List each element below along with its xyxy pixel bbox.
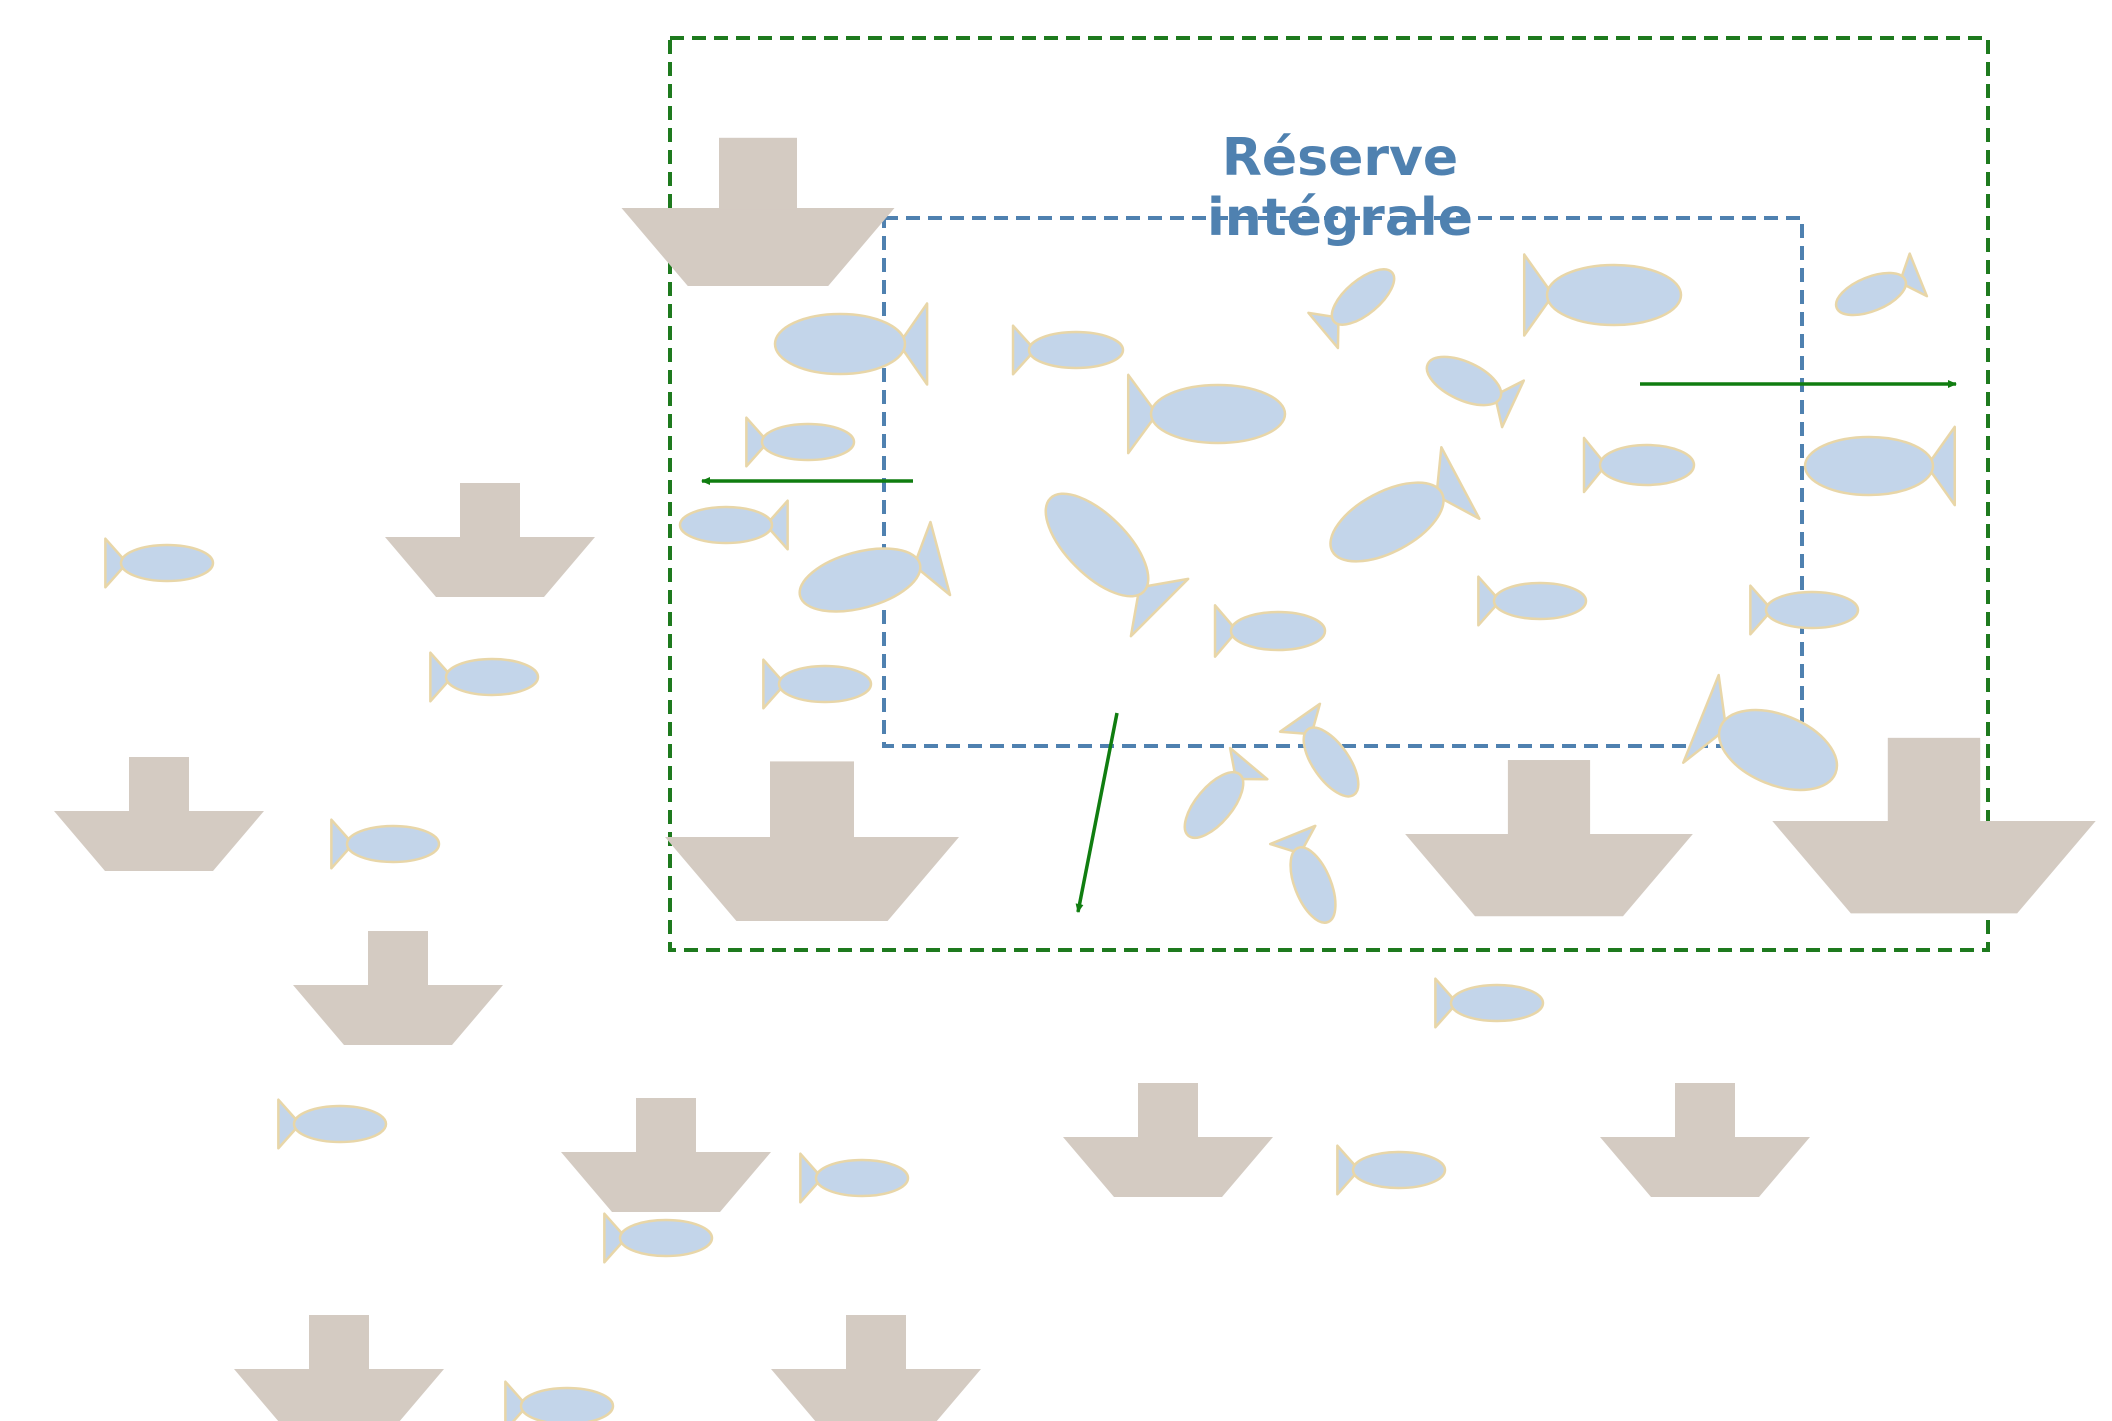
fish-icon bbox=[773, 302, 929, 386]
fish-icon bbox=[1183, 746, 1269, 840]
fish-icon bbox=[1434, 977, 1545, 1029]
boat-icon bbox=[561, 1098, 771, 1212]
fish-icon bbox=[1011, 324, 1125, 376]
arrow-down-icon bbox=[1075, 712, 1119, 913]
fish-icon bbox=[1329, 445, 1481, 563]
fish-icon bbox=[1336, 1144, 1447, 1196]
fish-icon bbox=[1749, 584, 1860, 636]
fish-icon bbox=[330, 818, 441, 870]
fish-icon bbox=[745, 416, 856, 468]
fish-icon bbox=[1425, 355, 1526, 429]
fish-icon bbox=[1213, 604, 1327, 658]
fish-icon bbox=[504, 1380, 615, 1421]
reserve-title: Réserve intégrale bbox=[1206, 128, 1474, 248]
fish-icon bbox=[1522, 253, 1683, 337]
fish-icon bbox=[277, 1098, 388, 1150]
fish-icon bbox=[1278, 702, 1360, 798]
boat-icon bbox=[54, 757, 264, 871]
boat-icon bbox=[385, 483, 595, 597]
fish-icon bbox=[104, 537, 215, 589]
fish-icon bbox=[603, 1212, 714, 1264]
boat-icon bbox=[1405, 760, 1693, 917]
fish-icon bbox=[1682, 673, 1839, 792]
fish-icon bbox=[799, 1152, 910, 1204]
boat-icon bbox=[665, 761, 959, 921]
fish-icon bbox=[429, 651, 540, 703]
boat-icon bbox=[621, 137, 895, 286]
boat-icon bbox=[1772, 737, 2096, 914]
boat-icon bbox=[771, 1315, 981, 1421]
boat-icon bbox=[1600, 1083, 1810, 1197]
fish-icon bbox=[1834, 252, 1929, 317]
fish-icon bbox=[1268, 824, 1337, 924]
fish-icon bbox=[1477, 575, 1588, 627]
buffer-zone-boundary bbox=[668, 36, 1990, 952]
fish-icon bbox=[678, 499, 789, 551]
fish-icon bbox=[798, 520, 952, 613]
boat-icon bbox=[234, 1315, 444, 1421]
fish-icon bbox=[1582, 436, 1696, 494]
fish-icon bbox=[1044, 492, 1190, 638]
fish-icon bbox=[1126, 373, 1287, 455]
fish-icon bbox=[1803, 425, 1957, 507]
fish-icon bbox=[1307, 268, 1396, 350]
fish-icon bbox=[762, 658, 873, 710]
boat-icon bbox=[293, 931, 503, 1045]
boat-icon bbox=[1063, 1083, 1273, 1197]
